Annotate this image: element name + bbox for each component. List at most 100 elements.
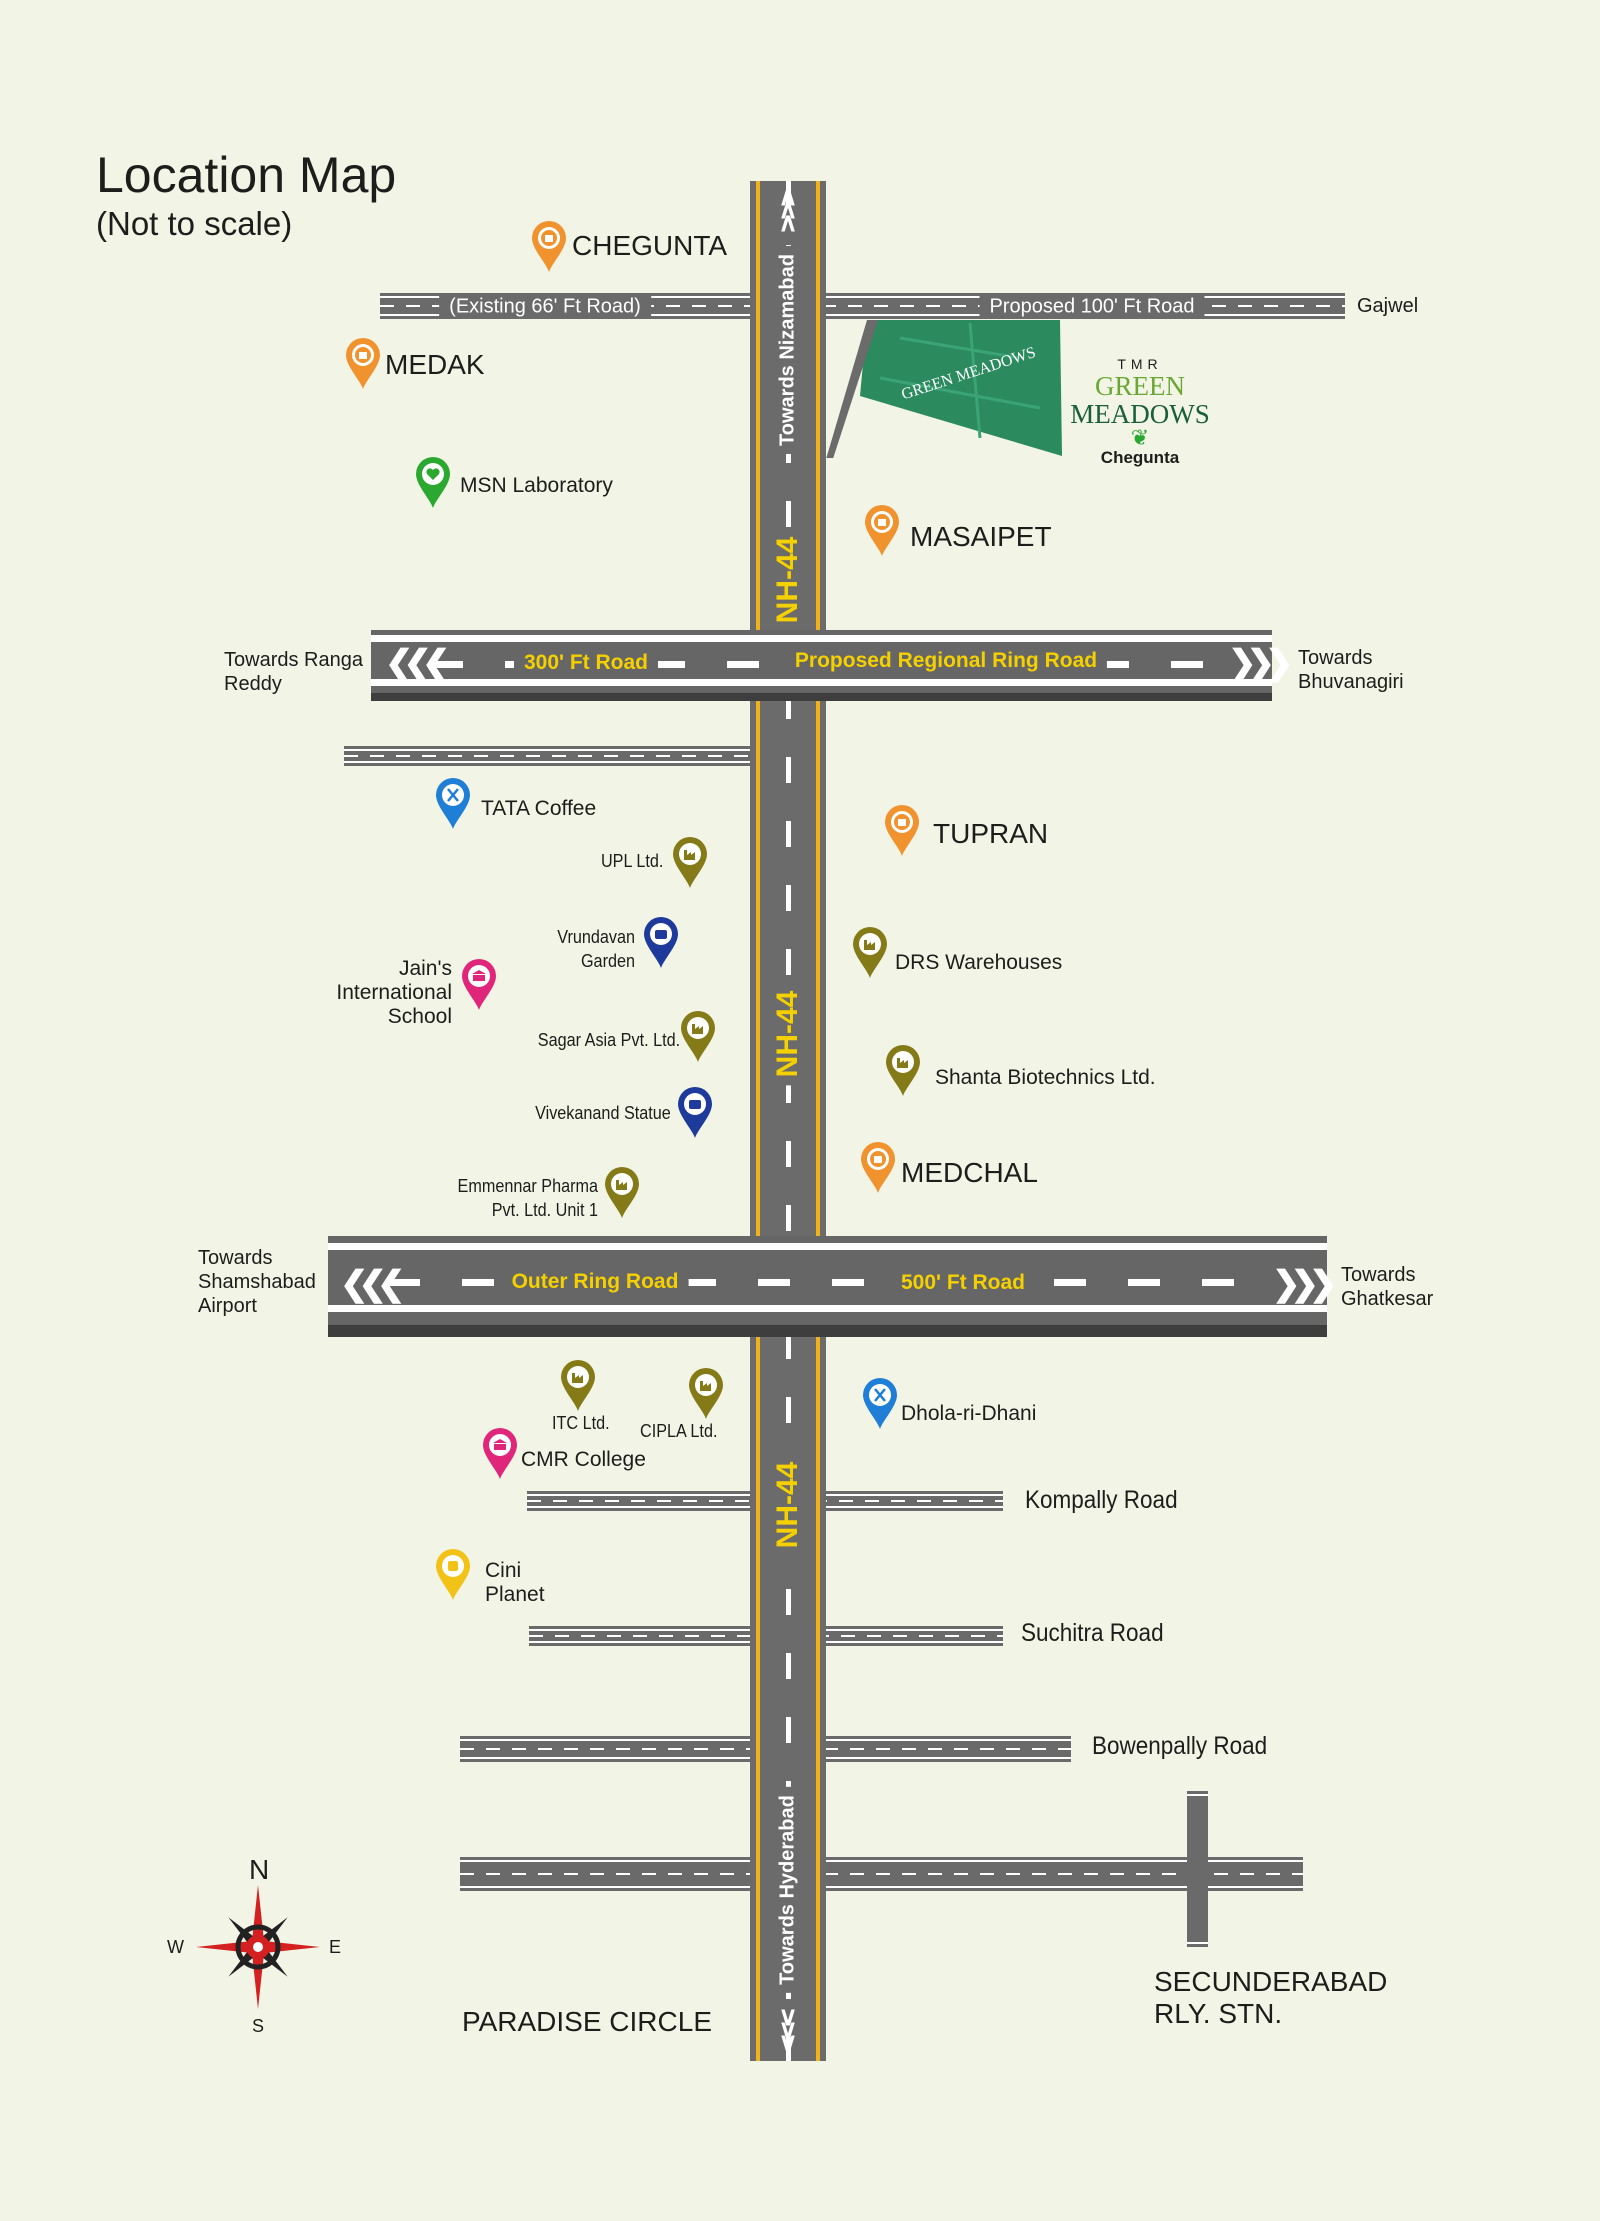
chegunta-label: CHEGUNTA — [572, 230, 728, 261]
towards-bhuvanagiri-label: Towards Bhuvanagiri — [1298, 647, 1404, 693]
factory-icon — [673, 837, 707, 888]
leaf-icon: ❦ — [1130, 425, 1150, 450]
compass-south: S — [252, 2016, 265, 2036]
station-road — [1187, 1791, 1208, 1947]
itc-label: ITC Ltd. — [552, 1413, 610, 1433]
west-chevron-icon: ❮❮❮ — [385, 644, 451, 682]
emmennar-pharma-label: Emmennar Pharma Pvt. Ltd. Unit 1 — [457, 1176, 598, 1220]
vivekanand-statue-label: Vivekanand Statue — [535, 1103, 671, 1123]
towards-ranga-reddy-label: Towards Ranga Reddy — [224, 649, 363, 695]
outer-ring-road-width-label: 500' Ft Road — [890, 1271, 1036, 1295]
kompally-road-label: Kompally Road — [1025, 1486, 1178, 1514]
logo-line2: MEADOWS — [1070, 399, 1210, 429]
nh44-label: NH-44 — [771, 1453, 805, 1557]
nh44-label: NH-44 — [771, 528, 805, 632]
factory-icon — [853, 927, 887, 978]
logo-brand: TMR — [1117, 356, 1163, 372]
town-icon — [346, 338, 380, 389]
logo-line1: GREEN — [1095, 371, 1185, 401]
factory-icon — [681, 1011, 715, 1062]
upl-label: UPL Ltd. — [600, 851, 663, 871]
town-pin[interactable] — [344, 336, 382, 390]
cutlery-icon — [436, 778, 470, 829]
factory-icon — [561, 1360, 595, 1411]
project-plot-image: GREEN MEADOWS — [826, 320, 1062, 458]
south-chevron-icon: ∨∨∨ — [778, 2001, 798, 2057]
tata-coffee-label: TATA Coffee — [481, 797, 597, 820]
industry-pin[interactable] — [679, 1009, 717, 1063]
towards-nizamabad-label: Towards Nizamabad — [776, 246, 800, 454]
secunderabad-road — [460, 1857, 1303, 1891]
cinema-pin[interactable] — [434, 1547, 472, 1601]
project-logo: TMR GREEN MEADOWS ❦ Chegunta — [1060, 356, 1220, 468]
outer-ring-road-label: Outer Ring Road — [501, 1270, 689, 1294]
suchitra-road-label: Suchitra Road — [1021, 1619, 1164, 1647]
industry-pin[interactable] — [603, 1165, 641, 1219]
factory-icon — [689, 1368, 723, 1419]
heart-icon — [416, 457, 450, 508]
side-road — [344, 746, 750, 766]
cmr-college-label: CMR College — [521, 1448, 646, 1471]
town-pin[interactable] — [859, 1140, 897, 1194]
town-icon — [861, 1142, 895, 1193]
jains-school-label: Jain's International School — [336, 957, 452, 1028]
town-pin[interactable] — [883, 803, 921, 857]
garden-icon — [644, 917, 678, 968]
drs-warehouses-label: DRS Warehouses — [895, 951, 1063, 974]
towards-hyderabad-label: Towards Hyderabad — [776, 1787, 800, 1993]
nh44-label: NH-44 — [771, 982, 805, 1086]
compass-east: E — [329, 1937, 342, 1957]
industry-pin[interactable] — [559, 1358, 597, 1412]
logo-location: Chegunta — [1100, 448, 1180, 467]
town-icon — [885, 805, 919, 856]
industry-pin[interactable] — [884, 1043, 922, 1097]
medak-label: MEDAK — [385, 349, 485, 380]
outer-ring-road — [328, 1236, 1327, 1337]
towards-shamshabad-label: Towards Shamshabad Airport — [198, 1247, 316, 1317]
park-pin[interactable] — [676, 1085, 714, 1139]
town-pin[interactable] — [863, 503, 901, 557]
compass-north: N — [249, 1854, 270, 1885]
east-chevron-icon: ❯❯❯ — [1228, 644, 1294, 682]
school-icon — [483, 1428, 517, 1479]
factory-icon — [886, 1045, 920, 1096]
school-pin[interactable] — [460, 957, 498, 1011]
park-pin[interactable] — [642, 915, 680, 969]
statue-icon — [678, 1087, 712, 1138]
cini-planet-label: Cini Planet — [485, 1559, 545, 1606]
factory-icon — [605, 1167, 639, 1218]
industry-pin[interactable] — [851, 925, 889, 979]
existing-road-label: (Existing 66' Ft Road) — [439, 295, 651, 319]
gajwel-label: Gajwel — [1357, 295, 1419, 317]
medchal-label: MEDCHAL — [901, 1157, 1038, 1188]
sagar-asia-label: Sagar Asia Pvt. Ltd. — [537, 1030, 680, 1050]
town-pin[interactable] — [530, 219, 568, 273]
dhola-ri-dhani-label: Dhola-ri-Dhani — [901, 1402, 1037, 1425]
industry-pin[interactable] — [687, 1366, 725, 1420]
cinema-icon — [436, 1549, 470, 1600]
west-chevron-icon: ❮❮❮ — [340, 1265, 406, 1303]
towards-ghatkesar-label: Towards Ghatkesar — [1341, 1264, 1434, 1310]
shanta-biotechnics-label: Shanta Biotechnics Ltd. — [935, 1066, 1156, 1089]
page-title: Location Map — [96, 147, 397, 203]
secunderabad-station-label: SECUNDERABAD RLY. STN. — [1154, 1966, 1388, 2029]
town-icon — [532, 221, 566, 272]
compass-rose-icon — [196, 1885, 320, 2009]
paradise-circle-label: PARADISE CIRCLE — [462, 2006, 712, 2037]
north-chevron-icon: ∧∧∧ — [778, 181, 798, 237]
food-pin[interactable] — [434, 776, 472, 830]
vrundavan-garden-label: Vrundavan Garden — [557, 927, 635, 971]
tupran-label: TUPRAN — [933, 818, 1049, 849]
cipla-label: CIPLA Ltd. — [640, 1421, 718, 1441]
masaipet-label: MASAIPET — [910, 521, 1052, 552]
proposed-road-label: Proposed 100' Ft Road — [979, 295, 1205, 319]
industry-pin[interactable] — [671, 835, 709, 889]
ring-road-width-label: 300' Ft Road — [513, 651, 659, 675]
lab-pin[interactable] — [414, 455, 452, 509]
compass-west: W — [167, 1937, 184, 1957]
school-pin[interactable] — [481, 1426, 519, 1480]
food-pin[interactable] — [861, 1376, 899, 1430]
cutlery-icon — [863, 1378, 897, 1429]
school-icon — [462, 959, 496, 1010]
bowenpally-road-label: Bowenpally Road — [1092, 1732, 1268, 1760]
